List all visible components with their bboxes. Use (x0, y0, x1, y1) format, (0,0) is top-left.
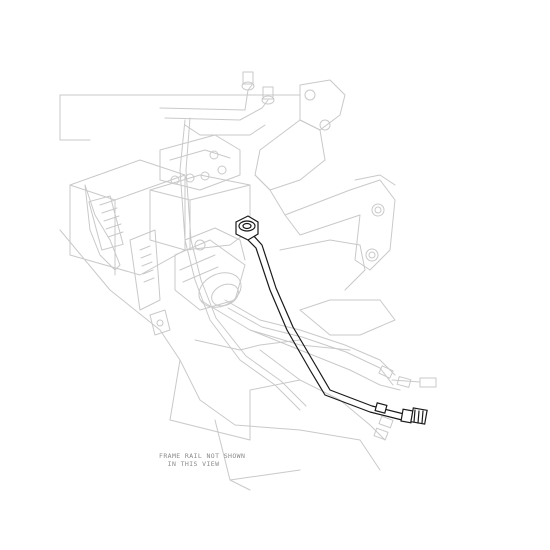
background-frame-outline (59, 94, 396, 491)
frame-rail-note: FRAME RAIL NOT SHOWN IN THIS VIEW (159, 452, 245, 468)
note-line-2: IN THIS VIEW (167, 460, 220, 468)
upper-tube-nut (235, 215, 259, 241)
pump-motor (174, 227, 246, 311)
upper-fittings (159, 71, 307, 411)
mounting-bracket (254, 79, 396, 271)
note-line-1: FRAME RAIL NOT SHOWN (159, 452, 246, 460)
lower-brake-lines (224, 299, 437, 441)
control-module (69, 159, 186, 336)
tube-clip (374, 402, 388, 414)
brake-line-tube (235, 215, 428, 425)
lower-tube-fitting (400, 407, 428, 425)
valve-body (149, 134, 251, 251)
